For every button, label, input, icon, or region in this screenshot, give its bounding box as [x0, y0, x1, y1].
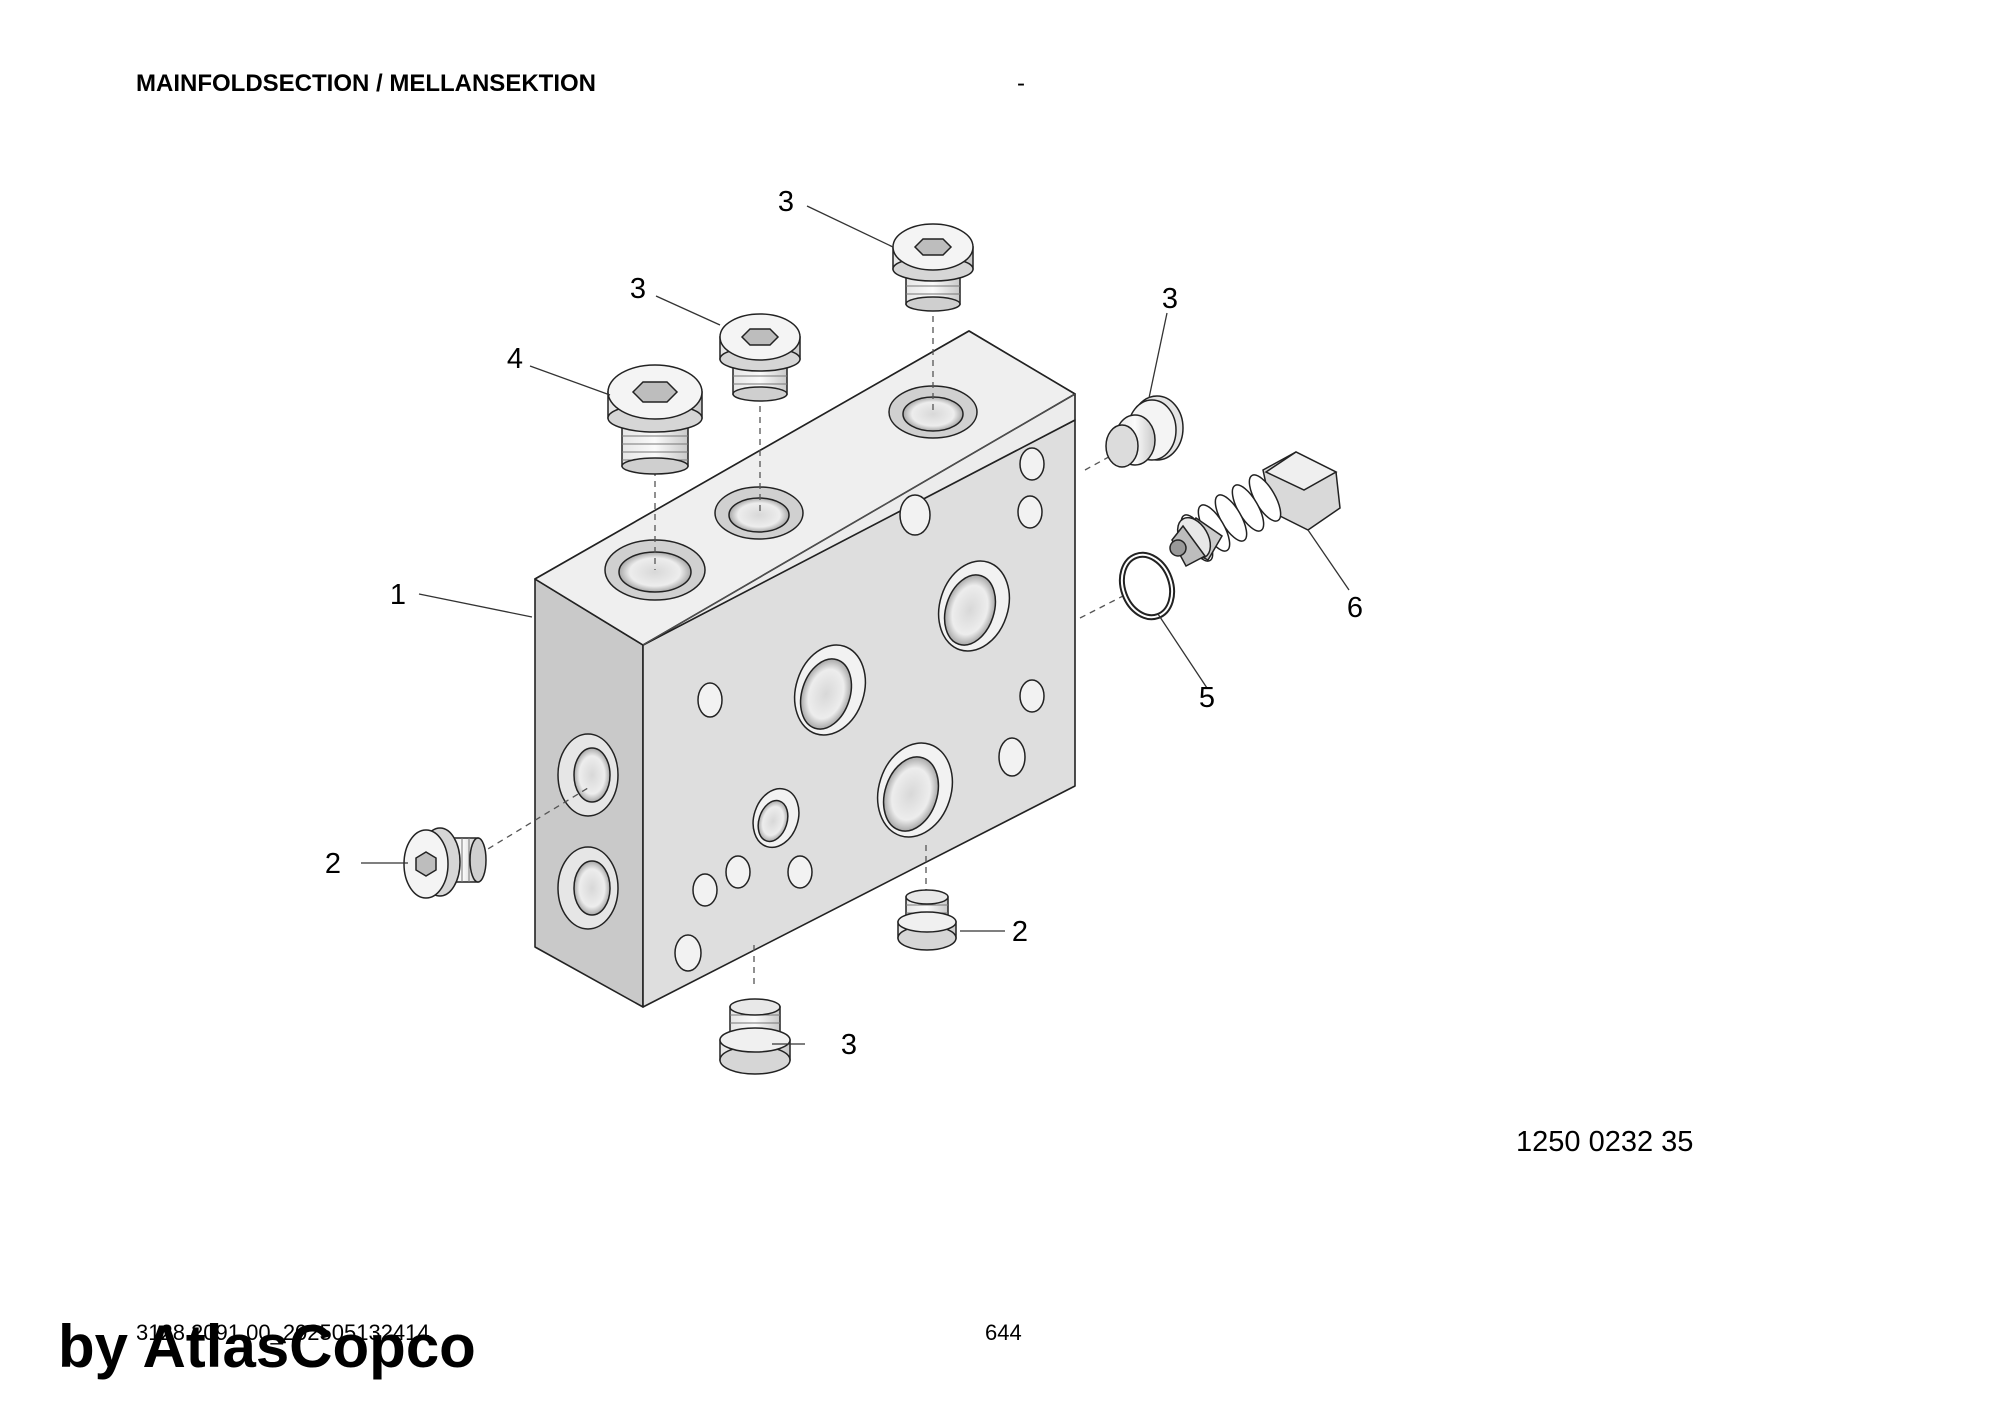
callout-5: 5	[1199, 682, 1215, 714]
plug-3-top-right	[892, 223, 974, 312]
side-face-ports	[557, 733, 619, 930]
plug-3-right	[1105, 395, 1184, 468]
callout-3-top-right: 3	[778, 186, 794, 218]
plug-4	[607, 364, 703, 475]
document-id: 3128 2091 00_202505132414	[136, 1320, 430, 1345]
callout-2-left: 2	[325, 848, 341, 880]
o-ring-5	[1118, 551, 1176, 621]
plug-2-left	[403, 827, 487, 899]
watermark: by AtlasCopco	[58, 1313, 476, 1380]
part-number: 1250 0232 35	[1516, 1126, 1694, 1158]
callout-6: 6	[1347, 592, 1363, 624]
plug-3-top-middle	[719, 313, 801, 402]
page-title: MAINFOLDSECTION / MELLANSEKTION	[136, 70, 596, 97]
leader-lines	[361, 205, 1350, 1045]
callout-4: 4	[507, 343, 523, 375]
plug-2-bottom	[897, 889, 957, 951]
title-dash: -	[1017, 70, 1025, 97]
front-face-holes	[674, 447, 1045, 972]
valve-cartridge-6	[1169, 451, 1341, 568]
callout-3-bottom: 3	[841, 1029, 857, 1061]
plug-3-bottom	[719, 998, 791, 1075]
callout-2-bottom: 2	[1012, 916, 1028, 948]
page-number: 644	[985, 1320, 1022, 1345]
callout-3-right: 3	[1162, 283, 1178, 315]
callout-3-top-middle: 3	[630, 273, 646, 305]
callout-1: 1	[390, 579, 406, 611]
